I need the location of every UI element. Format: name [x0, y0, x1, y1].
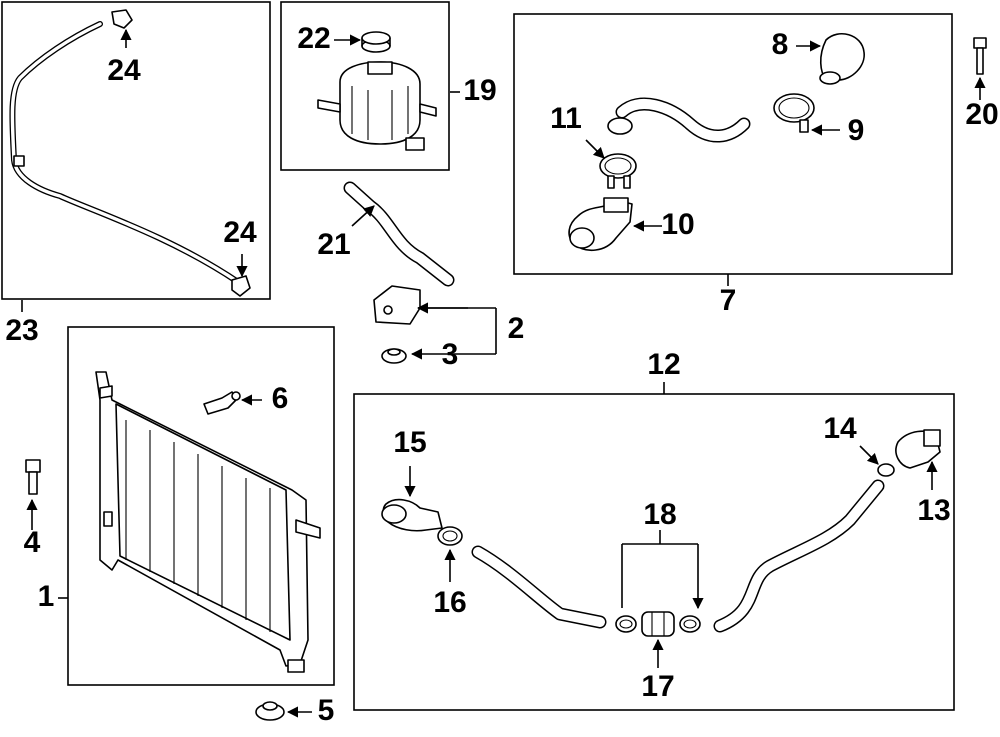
leader-11 — [585, 139, 605, 159]
callout-9: 9 — [848, 114, 865, 147]
callout-11: 11 — [550, 102, 582, 135]
elbow-connector-part-10 — [568, 197, 633, 251]
callout-6: 6 — [272, 382, 289, 415]
mount-bushing-part-5 — [255, 701, 285, 721]
bolt-part-20 — [973, 37, 987, 75]
radiator-group-frame — [67, 326, 335, 686]
callout-10: 10 — [661, 208, 694, 241]
hose-fitting-part-13 — [895, 429, 941, 469]
upper-hose-part-7 — [607, 97, 751, 143]
callout-12: 12 — [647, 348, 680, 381]
overflow-pipe-part-23 — [9, 21, 241, 285]
callout-14: 14 — [823, 412, 857, 445]
reservoir-cap-part-22 — [361, 31, 391, 53]
clip-part-24-lower — [231, 275, 251, 297]
callout-1: 1 — [38, 580, 55, 613]
hose-fitting-part-8 — [819, 32, 865, 85]
hose-clamp-part-14 — [877, 463, 895, 477]
bolt-part-4 — [25, 459, 41, 495]
radiator-part-1 — [95, 371, 321, 673]
hose-joint-part-17 — [641, 611, 675, 637]
grommet-part-3 — [381, 348, 407, 364]
hose-clamp-part-9 — [773, 93, 815, 133]
clip-part-24-upper — [111, 9, 133, 29]
callout-21: 21 — [317, 228, 350, 261]
reservoir-group-frame — [280, 1, 450, 171]
callout-3: 3 — [442, 338, 459, 371]
callout-17: 17 — [641, 670, 674, 703]
callout-23: 23 — [5, 314, 38, 347]
callout-2: 2 — [508, 312, 525, 345]
coolant-reservoir-part-19 — [317, 61, 437, 151]
upper-hose-group-frame — [513, 13, 953, 275]
bracket-part-2 — [373, 285, 421, 325]
lower-hose-group-frame — [353, 393, 955, 711]
callout-19: 19 — [463, 74, 496, 107]
callout-24-lower: 24 — [223, 216, 257, 249]
leader-21 — [351, 205, 375, 227]
callout-8: 8 — [772, 28, 789, 61]
callout-22: 22 — [297, 22, 330, 55]
leader-14 — [859, 445, 879, 465]
callout-24-upper: 24 — [107, 54, 141, 87]
callout-5: 5 — [318, 694, 335, 727]
hose-connector-part-15 — [381, 498, 443, 532]
callout-7: 7 — [720, 284, 737, 317]
drain-plug-part-6 — [203, 391, 241, 415]
leader-lines — [21, 28, 986, 718]
callout-13: 13 — [917, 494, 950, 527]
callout-18: 18 — [643, 498, 676, 531]
callout-16: 16 — [433, 586, 466, 619]
callout-labels: 1 2 3 4 5 6 7 8 9 10 11 12 13 14 15 16 1… — [5, 22, 998, 727]
leader-18 — [621, 543, 698, 608]
hose-clamp-part-11 — [599, 153, 637, 189]
hose-clamp-part-16 — [437, 526, 463, 546]
overflow-hose-group-frame — [1, 1, 271, 300]
callout-15: 15 — [393, 426, 426, 459]
callout-4: 4 — [24, 526, 41, 559]
bypass-hose-part-21 — [343, 181, 455, 287]
lower-hose-part-12 — [471, 479, 885, 633]
callout-20: 20 — [965, 98, 998, 131]
